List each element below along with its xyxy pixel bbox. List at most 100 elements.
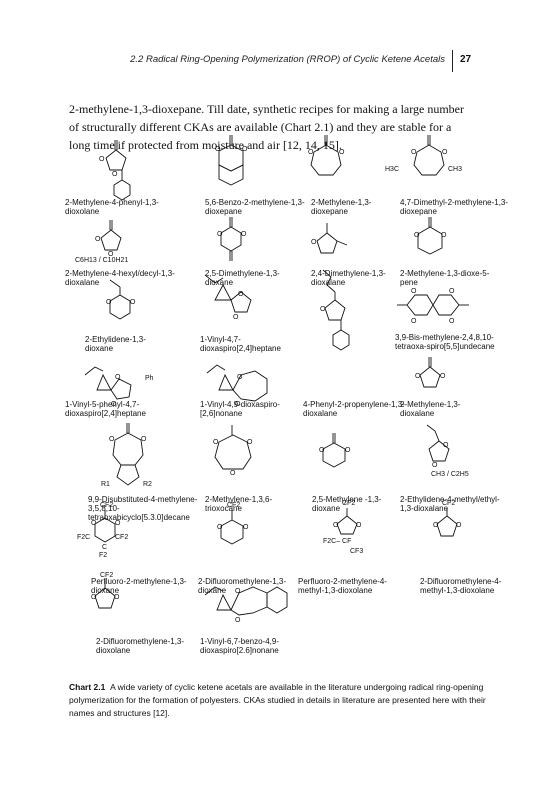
structures-drawing: O O O O O O O O H3C CH3 [75, 135, 469, 624]
cf2-label: CF2 [442, 500, 455, 507]
cf2-label: CF2 [100, 572, 113, 579]
structure-7: O [311, 223, 348, 254]
compound-label: 2-Methylene-4-hexyl/decyl-1,3-dioxalane [65, 269, 175, 287]
page-header: 2.2 Radical Ring-Opening Polymerization … [0, 50, 557, 74]
o-atom: O [415, 373, 421, 380]
structure-13: O O Ph [84, 366, 154, 408]
o-atom: O [442, 149, 448, 156]
o-atom: O [112, 171, 118, 178]
ch3-label: CH3 [448, 166, 462, 173]
h3c-label: H3C [385, 166, 399, 173]
o-atom: O [109, 436, 115, 443]
o-atom: O [233, 314, 239, 321]
structure-11: O [320, 269, 350, 351]
structure-3: O O [308, 135, 345, 176]
o-atom: O [456, 522, 462, 529]
chart-2-1: O O O O O O O O H3C CH3 [55, 135, 515, 670]
compound-label: 2-Methylene-4-phenyl-1,3-dioxolane [65, 198, 159, 216]
intro-paragraph: 2-methylene-1,3-dioxepane. Till date, sy… [69, 102, 464, 152]
compound-label: Perfluoro-2-methylene-4-methyl-1,3-dioxo… [298, 577, 387, 595]
caption-text: A wide variety of cyclic ketene acetals … [69, 681, 486, 718]
o-atom: O [106, 299, 112, 306]
compound-label: 2-Methylene-1,3-dioxalane [400, 400, 461, 418]
o-atom: O [235, 588, 241, 595]
o-atom: O [320, 306, 326, 313]
cf2-label: CF2 [342, 500, 355, 507]
phenyl-label: Ph [145, 375, 154, 382]
o-atom: O [432, 462, 438, 469]
o-atom: O [237, 374, 243, 381]
o-atom: O [247, 439, 253, 446]
o-atom: O [356, 522, 362, 529]
o-atom: O [333, 522, 339, 529]
compound-label: 9,9-Disubstituted-4-methylene-3,5,8,10-t… [88, 495, 198, 522]
structure-20: CF2 O O F2C CF2 C F2 [77, 502, 128, 559]
cf2-label: CF2 [100, 502, 113, 509]
o-atom: O [411, 288, 417, 295]
structure-9: O O [106, 279, 136, 320]
structure-5: O O C6H13 / C10H21 [75, 220, 128, 264]
o-atom: O [319, 447, 325, 454]
r1-label: R1 [101, 481, 110, 488]
o-atom: O [115, 520, 121, 527]
compound-label: 3,9-Bis-methylene-2,4,8,10-tetraoxa-spir… [395, 333, 495, 351]
compound-label: 1-Vinyl-4,9-dioxaspiro-[2,6]nonane [200, 400, 280, 418]
c-label: C [102, 544, 107, 551]
alkyl-label: C6H13 / C10H21 [75, 257, 128, 264]
o-atom: O [99, 156, 105, 163]
o-atom: O [411, 318, 417, 325]
o-atom: O [213, 439, 219, 446]
compound-label: 2,5-Methylene -1,3-dioxane [312, 495, 382, 513]
compound-label: 2-Ethylidene-4-methyl/ethyl-1,3-dioxalan… [400, 495, 500, 513]
compound-label: 2-Methylene-1,3,6-trioxocane [205, 495, 273, 513]
o-atom: O [130, 299, 136, 306]
structure-25: O O [204, 586, 288, 624]
structure-4: O O H3C CH3 [385, 135, 462, 176]
structure-15: O O [415, 357, 446, 388]
compound-label: 2-Ethylidene-1,3-dioxane [85, 335, 146, 353]
page-number: 27 [460, 54, 472, 65]
compound-label: 2-Methylene-1,3-dioxe-5-pene [400, 269, 490, 287]
cf2-label: CF2 [115, 534, 128, 541]
o-atom: O [141, 436, 147, 443]
o-atom: O [411, 149, 417, 156]
compound-label: 5,6-Benzo-2-methylene-1,3-dioxepane [205, 198, 305, 216]
o-atom: O [215, 146, 221, 153]
r2-label: R2 [143, 481, 152, 488]
o-atom: O [235, 617, 241, 624]
f2c-label: F2C [77, 534, 90, 541]
o-atom: O [345, 447, 351, 454]
compound-label: 1-Vinyl-5-phenyl-4,7-dioxaspiro[2,4]hept… [65, 400, 146, 418]
o-atom: O [449, 318, 455, 325]
structure-16: O O R1 R2 [101, 423, 152, 488]
o-atom: O [115, 374, 121, 381]
o-atom: O [111, 401, 117, 408]
o-atom: O [91, 520, 97, 527]
structure-18: O O [319, 433, 351, 468]
cf2-label: CF2 [227, 502, 240, 509]
o-atom: O [230, 470, 236, 477]
structure-17: O O O [213, 425, 253, 477]
structure-10: O O [204, 274, 252, 321]
o-atom: O [443, 442, 449, 449]
compound-label: 2-Methylene-1,3-dioxepane [311, 198, 372, 216]
compound-label: 1-Vinyl-6,7-benzo-4,9-dioxaspiro[2.6]non… [200, 637, 280, 655]
running-title: 2.2 Radical Ring-Opening Polymerization … [130, 54, 445, 65]
structure-1: O O [99, 140, 131, 201]
o-atom: O [217, 231, 223, 238]
compound-label: 4,7-Dimethyl-2-methylene-1,3- dioxepane [400, 198, 509, 216]
o-atom: O [243, 524, 249, 531]
o-atom: O [242, 146, 248, 153]
header-rule [452, 50, 453, 72]
o-atom: O [217, 524, 223, 531]
compound-label: 2,4-Dimethylene-1,3-dioxalane [311, 269, 386, 287]
structure-6: O O [217, 217, 247, 261]
o-atom: O [308, 149, 314, 156]
compound-label: 4-Phenyl-2-propenylene-1,3-dioxalane [303, 400, 405, 418]
structure-19: O O CH3 / C2H5 [426, 424, 469, 478]
compound-label: 2,5-Dimethylene-1,3-dioxane [205, 269, 280, 287]
compound-label: 2-Difluoromethylene-1,3-dioxolane [96, 637, 185, 655]
caption-label: Chart 2.1 [69, 681, 106, 692]
structure-22: CF2 O O F2C– CF CF3 [323, 500, 363, 555]
o-atom: O [311, 239, 317, 246]
